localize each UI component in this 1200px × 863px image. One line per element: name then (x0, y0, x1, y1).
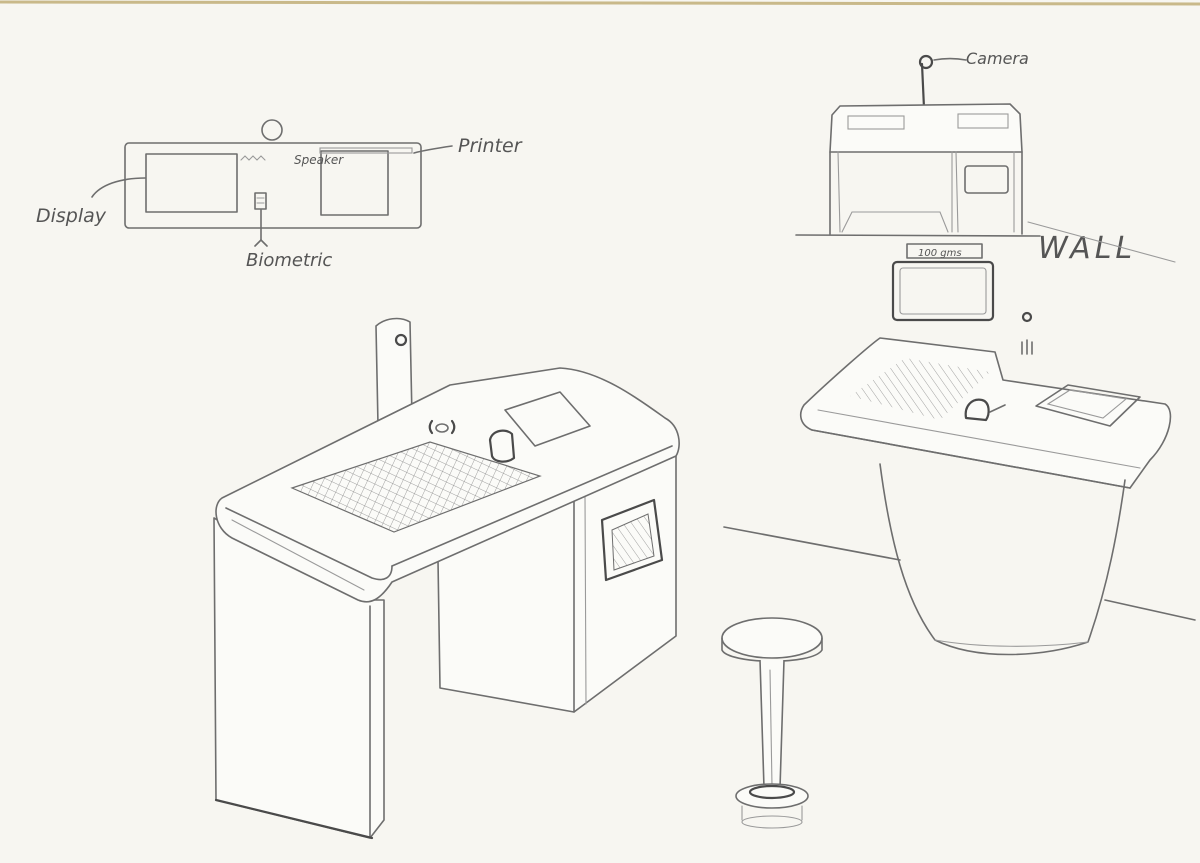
contactless-icon (1021, 339, 1033, 355)
main-kiosk-perspective (213, 317, 680, 840)
top-panel-plan-view: Display Speaker Printer Biometric (36, 119, 523, 271)
panel-outline (124, 142, 422, 229)
floor-line-front (795, 234, 1041, 237)
camera-lens (918, 54, 934, 70)
kiosk-biometric (488, 429, 516, 463)
stool-seat (721, 617, 823, 659)
kiosk-side-display (600, 498, 664, 582)
label-speaker: Speaker (294, 153, 344, 167)
leader-display (91, 177, 146, 198)
kiosk-scanning-area (290, 441, 542, 533)
paper-top-edge (0, 0, 1200, 6)
printer-slot (319, 147, 413, 154)
kiosk-top-display (504, 391, 591, 447)
label-wall: WALL (1038, 231, 1136, 266)
floor-line-right (1104, 599, 1196, 621)
wall-mounted-kiosk: 100 gms (723, 243, 1196, 656)
label-display: Display (36, 205, 107, 227)
floor-line-left (723, 526, 901, 561)
biometric-sensor-box (254, 192, 267, 210)
counter-biometric (964, 398, 990, 422)
wall-line (1027, 221, 1176, 263)
wall-screen (891, 260, 995, 322)
leader-printer (413, 145, 453, 154)
kiosk-camera-lens (394, 333, 408, 347)
leader-camera (933, 57, 967, 61)
panel-printer-box (320, 150, 389, 216)
stool-base (735, 783, 809, 809)
counter-base (879, 463, 1126, 656)
stool (721, 617, 823, 829)
label-printer: Printer (458, 135, 523, 157)
speaker-grille (240, 155, 266, 161)
front-top-display (847, 115, 905, 130)
wall-camera (1021, 311, 1033, 323)
camera-pole (920, 62, 926, 110)
counter-printer-tray (1035, 384, 1141, 427)
weight-readout-box (906, 243, 983, 259)
label-camera: Camera (966, 49, 1029, 68)
front-top-printer (957, 113, 1009, 129)
counter-scale-area (850, 358, 990, 420)
weight-readout: 100 gms (918, 248, 962, 259)
label-biometric: Biometric (246, 250, 332, 271)
kiosk-contactless-icon (428, 419, 456, 435)
panel-display-box (145, 153, 238, 213)
front-side-display (964, 165, 1009, 194)
front-elevation-view: Camera WALL (795, 49, 1176, 266)
panel-camera-lens (261, 119, 283, 141)
